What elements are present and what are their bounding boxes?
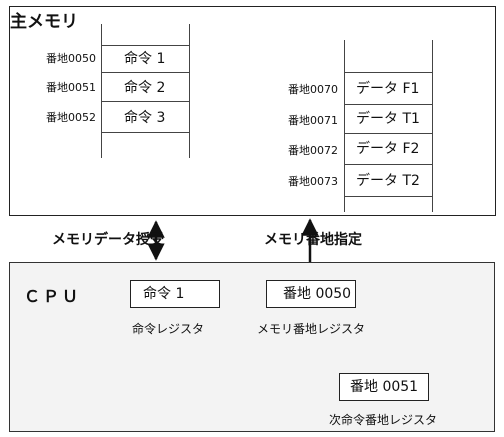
main-memory-box: [9, 6, 496, 216]
instr-address: 番地0050: [46, 52, 96, 65]
instr-divider: [101, 45, 189, 46]
instr-column-left: [101, 24, 102, 158]
data-address: 番地0070: [288, 83, 338, 96]
data-cell: データ F1: [356, 81, 420, 97]
instruction-register-value: 命令 1: [143, 286, 185, 302]
instr-address: 番地0051: [46, 81, 96, 94]
data-address: 番地0073: [288, 175, 338, 188]
next-instruction-register-value: 番地 0051: [350, 379, 419, 395]
instr-cell: 命令 1: [124, 51, 166, 67]
instr-divider: [101, 101, 189, 102]
data-divider: [344, 164, 432, 165]
data-transfer-label: メモリデータ授受: [52, 232, 164, 248]
instr-cell: 命令 2: [124, 80, 166, 96]
instr-cell: 命令 3: [124, 110, 166, 126]
memory-address-register-box: [266, 280, 356, 308]
instr-divider: [101, 72, 189, 73]
instr-column-right: [189, 24, 190, 158]
instr-divider: [101, 132, 189, 133]
data-cell: データ T1: [356, 111, 420, 127]
address-spec-label: メモリ番地指定: [264, 232, 362, 248]
data-cell: データ F2: [356, 141, 420, 157]
data-divider: [344, 72, 432, 73]
instr-address: 番地0052: [46, 111, 96, 124]
data-cell: データ T2: [356, 173, 420, 189]
next-instruction-register-box: [339, 373, 429, 401]
instruction-register-box: [130, 280, 220, 308]
memory-address-register-value: 番地 0050: [283, 286, 352, 302]
data-divider: [344, 133, 432, 134]
cpu-title: ＣＰＵ: [24, 287, 82, 306]
data-address: 番地0072: [288, 144, 338, 157]
data-address: 番地0071: [288, 114, 338, 127]
main-memory-title: 主メモリ: [10, 12, 78, 32]
instruction-register-label: 命令レジスタ: [132, 322, 205, 336]
cpu-box: [9, 262, 495, 432]
data-column-right: [432, 40, 433, 212]
data-divider: [344, 104, 432, 105]
next-instruction-register-label: 次命令番地レジスタ: [329, 413, 438, 427]
data-column-left: [344, 40, 345, 212]
memory-address-register-label: メモリ番地レジスタ: [257, 322, 366, 336]
data-divider: [344, 196, 432, 197]
